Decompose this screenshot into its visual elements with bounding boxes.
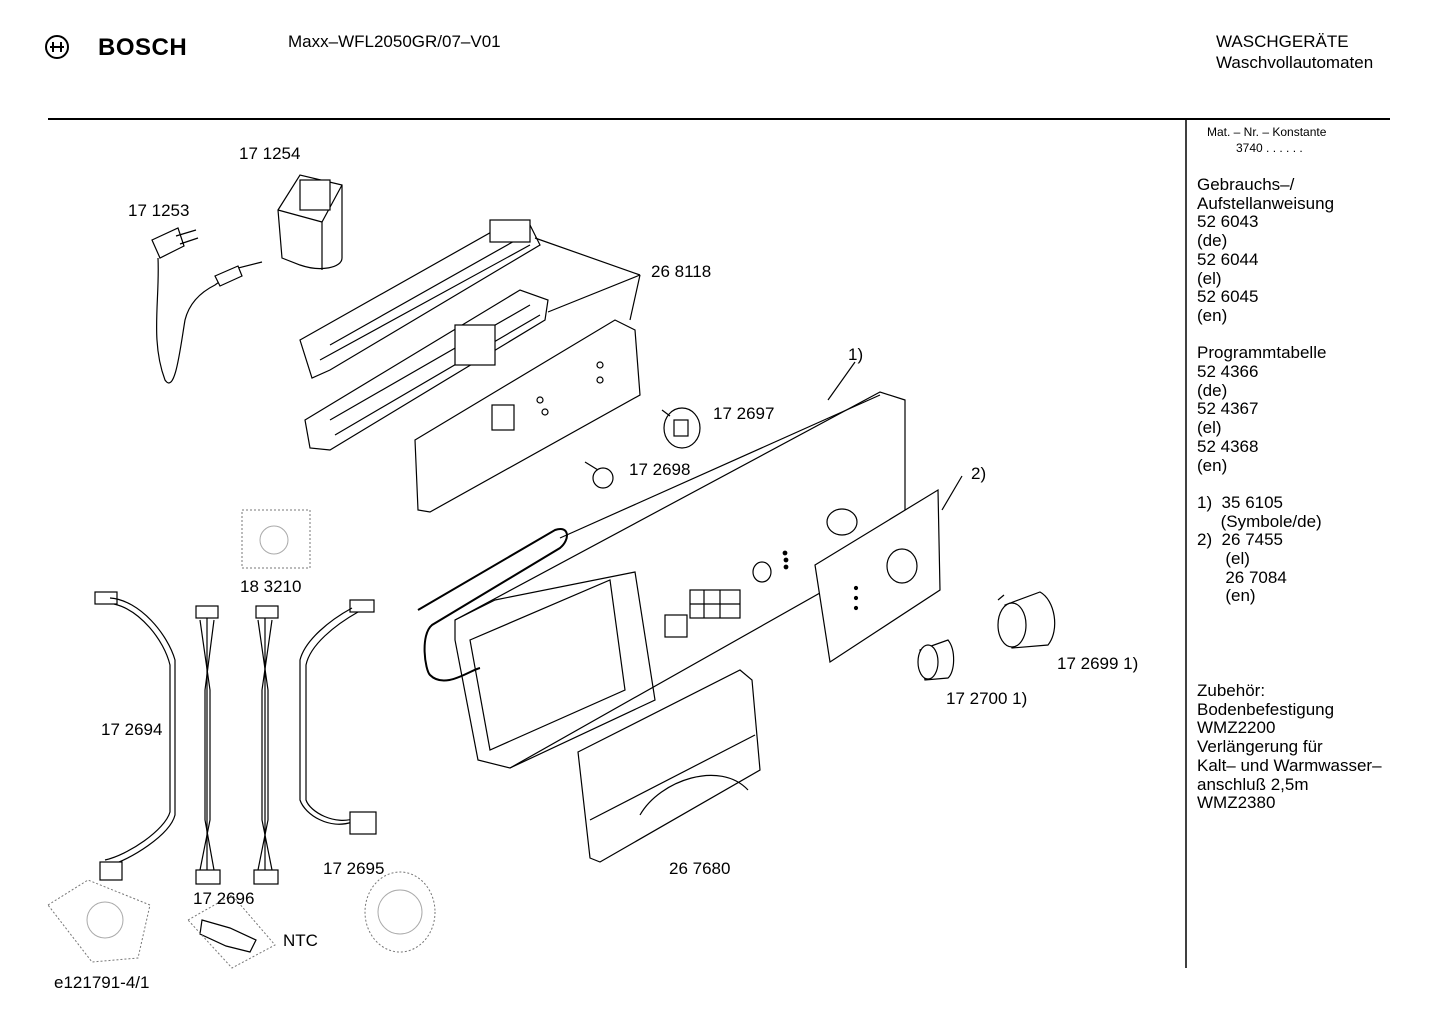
label-17-1254: 17 1254 bbox=[239, 144, 301, 163]
model-number: Maxx–WFL2050GR/07–V01 bbox=[288, 32, 501, 51]
label-17-2696: 17 2696 bbox=[193, 889, 255, 908]
label-18-3210: 18 3210 bbox=[240, 577, 302, 596]
bosch-logo bbox=[44, 34, 70, 60]
control-panel-part bbox=[454, 391, 906, 769]
label-26-8118: 26 8118 bbox=[651, 262, 712, 281]
ntc-outline bbox=[187, 894, 276, 969]
symbol-foil-part bbox=[814, 488, 941, 664]
label-note-1: 1) bbox=[848, 345, 864, 364]
documentation-line: Aufstellanweisung bbox=[1197, 193, 1335, 213]
label-note-2: 2) bbox=[971, 464, 987, 483]
mat-number-value: 3740 . . . . . . bbox=[1236, 141, 1303, 155]
documentation-line: Gebrauchs–/ bbox=[1197, 175, 1295, 194]
documentation-line: (el) bbox=[1197, 418, 1222, 438]
module-board-lower bbox=[414, 319, 641, 513]
documentation-line: Programmtabelle bbox=[1197, 343, 1327, 363]
accessory-line: anschluß 2,5m bbox=[1197, 774, 1309, 794]
harness-17-2694-part bbox=[94, 591, 176, 881]
documentation-line: 2) 26 7455 bbox=[1197, 530, 1284, 550]
motor-outline bbox=[364, 871, 436, 953]
panel-gasket-part bbox=[417, 528, 568, 682]
label-17-2695: 17 2695 bbox=[323, 859, 385, 878]
module-board-upper bbox=[299, 219, 541, 379]
accessory-line: WMZ2380 bbox=[1197, 793, 1276, 813]
label-17-2699-1: 17 2699 1) bbox=[1057, 654, 1139, 673]
documentation-line: (Symbole/de) bbox=[1197, 511, 1322, 531]
documentation-line: (de) bbox=[1197, 231, 1228, 251]
knob-17-2697-part bbox=[661, 407, 701, 449]
knob-17-2700-part bbox=[917, 639, 955, 681]
documentation-line: 52 4368 bbox=[1197, 436, 1259, 456]
knob-17-2699-part bbox=[997, 591, 1056, 649]
harness-17-2695-part bbox=[299, 599, 377, 835]
documentation-line: 52 4367 bbox=[1197, 399, 1259, 419]
subcategory-title: Waschvollautomaten bbox=[1216, 53, 1374, 72]
documentation-line: 52 6043 bbox=[1197, 212, 1259, 232]
documentation-line: 52 6045 bbox=[1197, 287, 1259, 307]
accessory-line: Kalt– und Warmwasser– bbox=[1197, 755, 1382, 775]
harness-17-2696b-part bbox=[253, 605, 279, 885]
documentation-line: (el) bbox=[1197, 549, 1250, 569]
module-board-middle bbox=[304, 289, 549, 451]
documentation-line: (en) bbox=[1197, 305, 1228, 325]
bosch-armature-icon bbox=[45, 35, 69, 59]
documentation-line: 26 7084 bbox=[1197, 567, 1287, 587]
label-17-2698: 17 2698 bbox=[629, 460, 691, 479]
documentation-line: (de) bbox=[1197, 380, 1228, 400]
ntc-sensor-part bbox=[199, 919, 257, 953]
accessory-line: Zubehör: bbox=[1197, 681, 1266, 700]
brand-name: BOSCH bbox=[98, 34, 188, 61]
pump-outline bbox=[47, 879, 151, 963]
harness-17-2696a-part bbox=[195, 605, 221, 885]
documentation-line: (en) bbox=[1197, 455, 1228, 475]
documentation-line: (en) bbox=[1197, 586, 1256, 606]
label-ntc: NTC bbox=[283, 931, 318, 950]
documentation-line: (el) bbox=[1197, 268, 1222, 288]
drawer-handle-part bbox=[577, 669, 761, 863]
documentation-line: 52 4366 bbox=[1197, 362, 1259, 382]
part-18-3210-outline bbox=[241, 509, 311, 569]
documentation-line: 1) 35 6105 bbox=[1197, 492, 1284, 512]
mat-number-label: Mat. – Nr. – Konstante bbox=[1207, 125, 1327, 139]
label-17-2700-1: 17 2700 1) bbox=[946, 689, 1028, 708]
power-cord-part bbox=[151, 227, 263, 384]
filter-part bbox=[277, 174, 343, 270]
accessory-line: WMZ2200 bbox=[1197, 718, 1276, 738]
label-17-1253: 17 1253 bbox=[128, 201, 190, 220]
label-17-2694: 17 2694 bbox=[101, 720, 163, 739]
label-17-2697: 17 2697 bbox=[713, 404, 775, 423]
drawing-id: e121791-4/1 bbox=[54, 973, 150, 992]
label-26-7680: 26 7680 bbox=[669, 859, 731, 878]
accessory-line: Verlängerung für bbox=[1197, 737, 1323, 757]
knob-17-2698-part bbox=[584, 461, 614, 489]
documentation-line: 52 6044 bbox=[1197, 249, 1259, 269]
category-title: WASCHGERÄTE bbox=[1216, 32, 1349, 51]
accessory-line: Bodenbefestigung bbox=[1197, 699, 1335, 719]
